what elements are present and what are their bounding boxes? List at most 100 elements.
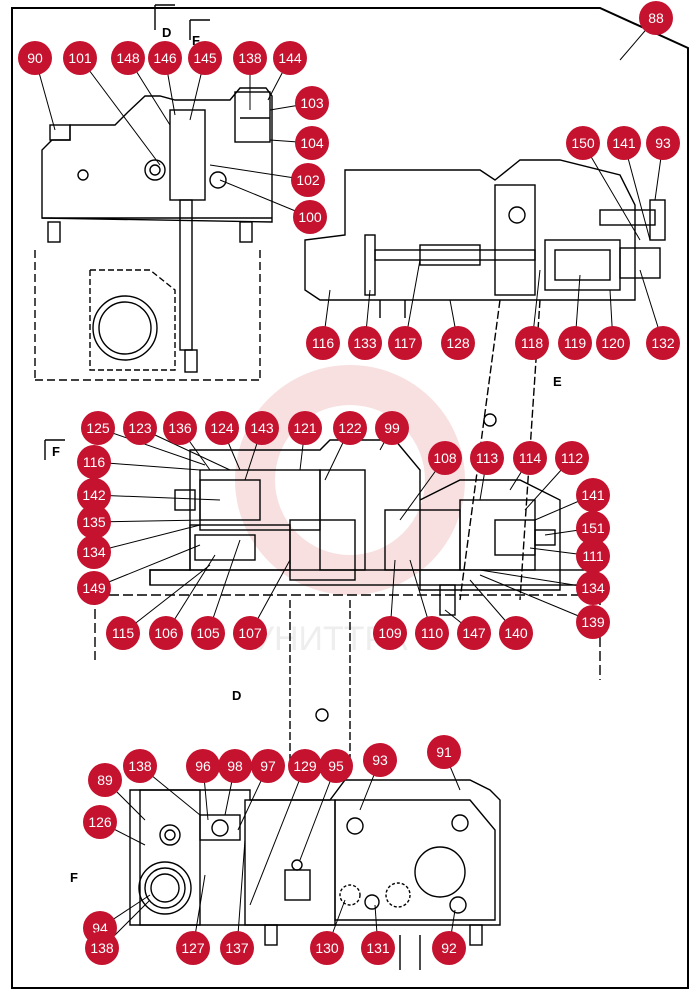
callout-bubble: [186, 749, 220, 783]
callout-number: 106: [154, 625, 178, 641]
callout-bubble: [388, 326, 422, 360]
callout-number: 103: [300, 95, 324, 111]
callout-number: 116: [312, 335, 335, 351]
part-callout-147: 147: [457, 616, 491, 650]
part-callout-96: 96: [186, 749, 220, 783]
part-callout-93: 93: [646, 126, 680, 160]
part-callout-112: 112: [555, 441, 589, 475]
part-callout-140: 140: [499, 616, 533, 650]
callout-bubble: [218, 749, 252, 783]
callout-number: 147: [462, 625, 486, 641]
leader-line: [479, 569, 594, 589]
part-callout-126: 126: [83, 805, 117, 839]
callout-number: 130: [315, 940, 339, 956]
part-callout-97: 97: [251, 749, 285, 783]
callout-bubble: [273, 41, 307, 75]
callout-number: 97: [260, 758, 276, 774]
part-callout-142: 142: [77, 478, 111, 512]
callout-number: 93: [372, 752, 388, 768]
part-callout-110: 110: [415, 616, 449, 650]
callout-number: 109: [378, 625, 402, 641]
callout-number: 121: [293, 420, 317, 436]
callout-number: 138: [90, 940, 114, 956]
callout-bubble: [639, 1, 673, 35]
callout-number: 138: [238, 50, 262, 66]
callout-number: 119: [564, 335, 587, 351]
part-callout-109: 109: [373, 616, 407, 650]
callout-bubble: [361, 931, 395, 965]
callout-number: 124: [210, 420, 234, 436]
callout-bubble: [576, 478, 610, 512]
callout-bubble: [373, 616, 407, 650]
callout-bubble: [291, 163, 325, 197]
callout-number: 125: [86, 420, 110, 436]
view-label-f-mid: F: [52, 444, 60, 459]
part-callout-105: 105: [191, 616, 225, 650]
part-callout-138: 138: [123, 749, 157, 783]
callout-bubble: [148, 41, 182, 75]
leader-lines: [34, 17, 664, 949]
callout-number: 123: [128, 420, 152, 436]
leader-line: [122, 564, 211, 634]
callout-bubble: [576, 511, 610, 545]
callout-bubble: [233, 41, 267, 75]
leader-line: [97, 427, 206, 466]
callout-number: 133: [353, 335, 377, 351]
part-callout-113: 113: [470, 441, 504, 475]
part-callout-122: 122: [333, 411, 367, 445]
callout-number: 112: [561, 450, 584, 466]
callout-number: 141: [612, 135, 636, 151]
part-callout-116: 116: [306, 326, 340, 360]
callout-bubble: [432, 931, 466, 965]
part-callout-130: 130: [310, 931, 344, 965]
callout-bubble: [513, 441, 547, 475]
callout-bubble: [288, 749, 322, 783]
callout-number: 132: [651, 335, 675, 351]
leader-line: [249, 765, 306, 906]
part-callout-124: 124: [205, 411, 239, 445]
callout-number: 126: [88, 814, 112, 830]
callout-bubble: [245, 411, 279, 445]
part-callout-144: 144: [273, 41, 307, 75]
callout-bubble: [81, 411, 115, 445]
callout-number: 149: [82, 580, 106, 596]
callout-number: 144: [278, 50, 302, 66]
callout-number: 98: [227, 758, 243, 774]
callout-number: 90: [27, 50, 43, 66]
part-callout-134: 134: [576, 571, 610, 605]
callout-bubble: [288, 411, 322, 445]
leader-line: [93, 544, 201, 589]
callout-bubble: [596, 326, 630, 360]
callout-bubble: [63, 41, 97, 75]
callout-number: 148: [116, 50, 140, 66]
part-callout-88: 88: [639, 1, 673, 35]
callout-bubble: [233, 616, 267, 650]
part-callout-146: 146: [148, 41, 182, 75]
callout-number: 138: [128, 758, 152, 774]
view-label-d-top: D: [162, 25, 171, 40]
callout-number: 92: [441, 940, 457, 956]
callout-bubble: [576, 571, 610, 605]
callout-number: 93: [655, 135, 671, 151]
callout-bubble: [205, 411, 239, 445]
callout-bubble: [77, 505, 111, 539]
part-callout-118: 118: [515, 326, 549, 360]
part-callout-129: 129: [288, 749, 322, 783]
part-callout-141: 141: [607, 126, 641, 160]
part-callout-103: 103: [295, 86, 329, 120]
callout-bubble: [83, 805, 117, 839]
callout-number: 105: [196, 625, 220, 641]
callout-bubble: [111, 41, 145, 75]
part-callout-137: 137: [220, 931, 254, 965]
part-callout-145: 145: [188, 41, 222, 75]
callout-number: 100: [298, 209, 322, 225]
callout-number: 111: [582, 548, 603, 564]
part-callout-115: 115: [106, 616, 140, 650]
part-callout-138: 138: [233, 41, 267, 75]
part-callout-141: 141: [576, 478, 610, 512]
callout-bubble: [555, 441, 589, 475]
part-callout-121: 121: [288, 411, 322, 445]
callout-bubble: [88, 763, 122, 797]
leader-line: [479, 574, 594, 623]
